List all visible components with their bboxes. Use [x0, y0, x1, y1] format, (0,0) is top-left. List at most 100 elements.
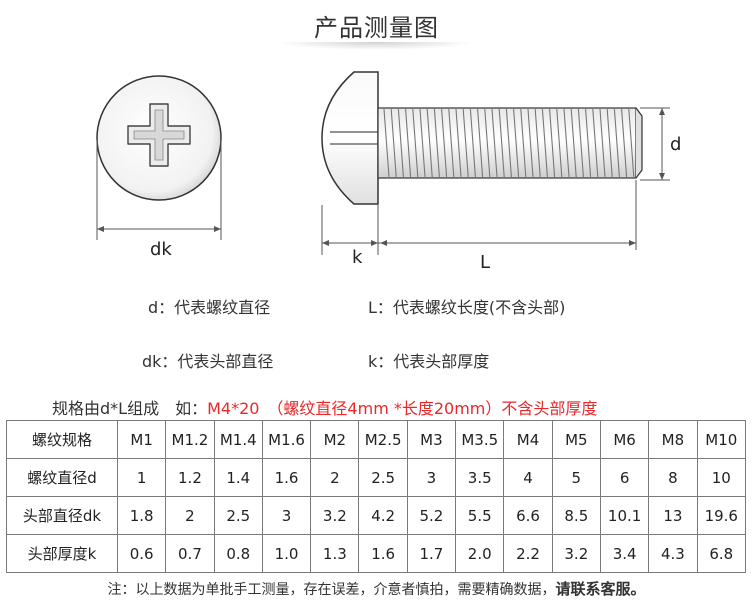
thread-line	[469, 108, 476, 178]
L-label: L	[480, 252, 490, 273]
thread-line	[599, 108, 606, 178]
value-cell: 5	[551, 458, 601, 497]
thread-line	[592, 108, 599, 178]
footer-note: 注：以上数据为单批手工测量，存在误差，介意者慎拍，需要精确数据，请联系客服。	[0, 578, 753, 599]
legend-k: k：代表头部厚度	[368, 352, 490, 371]
thread-line	[498, 108, 505, 178]
dk-label: dk	[150, 239, 172, 260]
thread-line	[541, 108, 548, 178]
value-cell: 8.5	[551, 496, 601, 535]
value-cell: 1.6	[358, 534, 408, 573]
size-cell: M3.5	[455, 420, 505, 459]
value-cell: 13	[648, 496, 698, 535]
value-cell: 1.0	[261, 534, 312, 573]
row-header-cell: 螺纹直径d	[6, 458, 118, 497]
value-cell: 1.7	[406, 534, 457, 573]
value-cell: 4	[503, 458, 553, 497]
value-cell: 0.6	[116, 534, 167, 573]
thread-line	[527, 108, 534, 178]
thread-line	[628, 108, 635, 178]
title-underline-shadow	[276, 42, 476, 50]
size-cell: M10	[696, 420, 747, 459]
size-cell: M1.2	[165, 420, 215, 459]
value-cell: 3.2	[310, 496, 360, 535]
value-cell: 3	[406, 458, 457, 497]
legend-dk: dk：代表头部直径	[142, 352, 274, 371]
thread-line	[484, 108, 491, 178]
row-header-cell: 螺纹规格	[6, 420, 118, 459]
value-cell: 6	[599, 458, 650, 497]
note-emphasis: 请联系客服。	[555, 580, 646, 598]
k-L-dimension	[321, 180, 637, 255]
value-cell: 4.3	[648, 534, 698, 573]
spec-example: M4*20 （螺纹直径4mm *长度20mm）不含头部厚度	[207, 399, 598, 418]
thread-line	[549, 108, 556, 178]
value-cell: 2	[165, 496, 215, 535]
thread-line	[563, 108, 570, 178]
thread-line	[505, 108, 512, 178]
size-cell: M4	[503, 420, 553, 459]
thread-line	[441, 108, 448, 178]
size-cell: M3	[406, 420, 457, 459]
thread-line	[534, 108, 541, 178]
size-cell: M5	[551, 420, 601, 459]
thread-line	[455, 108, 462, 178]
row-header-cell: 头部厚度k	[6, 534, 118, 573]
size-cell: M1.6	[261, 420, 312, 459]
value-cell: 6.6	[503, 496, 553, 535]
value-cell: 1.8	[116, 496, 167, 535]
value-cell: 2.2	[503, 534, 553, 573]
dk-dimension	[96, 140, 222, 240]
thread-line	[448, 108, 455, 178]
thread-line	[383, 108, 390, 178]
value-cell: 19.6	[696, 496, 747, 535]
size-cell: M1	[116, 420, 167, 459]
screw-side-view	[321, 71, 643, 205]
size-cell: M6	[599, 420, 650, 459]
thread-line	[390, 108, 397, 178]
value-cell: 3.5	[455, 458, 505, 497]
value-cell: 0.7	[165, 534, 215, 573]
legend-L: L：代表螺纹长度(不含头部)	[368, 298, 566, 317]
value-cell: 1.3	[310, 534, 360, 573]
value-cell: 3	[261, 496, 312, 535]
row-header-cell: 头部直径dk	[6, 496, 118, 535]
value-cell: 1	[116, 458, 167, 497]
value-cell: 1.4	[213, 458, 263, 497]
spec-format-line: 规格由d*L组成 如：M4*20 （螺纹直径4mm *长度20mm）不含头部厚度	[52, 395, 597, 419]
thread-line	[613, 108, 620, 178]
value-cell: 1.6	[261, 458, 312, 497]
note-text: 注：以上数据为单批手工测量，存在误差，介意者慎拍，需要精确数据，	[107, 582, 556, 598]
thread-line	[520, 108, 527, 178]
thread-line	[556, 108, 563, 178]
d-label: d	[670, 134, 681, 155]
thread-line	[412, 108, 419, 178]
value-cell: 10.1	[599, 496, 650, 535]
value-cell: 3.2	[551, 534, 601, 573]
size-cell: M8	[648, 420, 698, 459]
thread-line	[570, 108, 577, 178]
thread-line	[433, 108, 440, 178]
legend-d: d：代表螺纹直径	[148, 298, 271, 317]
spec-prefix: 规格由d*L组成 如：	[52, 399, 208, 418]
thread-line	[405, 108, 412, 178]
value-cell: 3.4	[599, 534, 650, 573]
size-cell: M2.5	[358, 420, 408, 459]
thread-line	[606, 108, 613, 178]
thread-line	[419, 108, 426, 178]
d-dimension	[640, 107, 670, 181]
thread-line	[621, 108, 628, 178]
value-cell: 2.0	[455, 534, 505, 573]
size-cell: M2	[310, 420, 360, 459]
value-cell: 8	[648, 458, 698, 497]
screw-measurement-diagram: dk k L d	[96, 71, 681, 273]
value-cell: 5.5	[455, 496, 505, 535]
thread-line	[426, 108, 433, 178]
value-cell: 6.8	[696, 534, 747, 573]
value-cell: 10	[696, 458, 747, 497]
thread-line	[577, 108, 584, 178]
